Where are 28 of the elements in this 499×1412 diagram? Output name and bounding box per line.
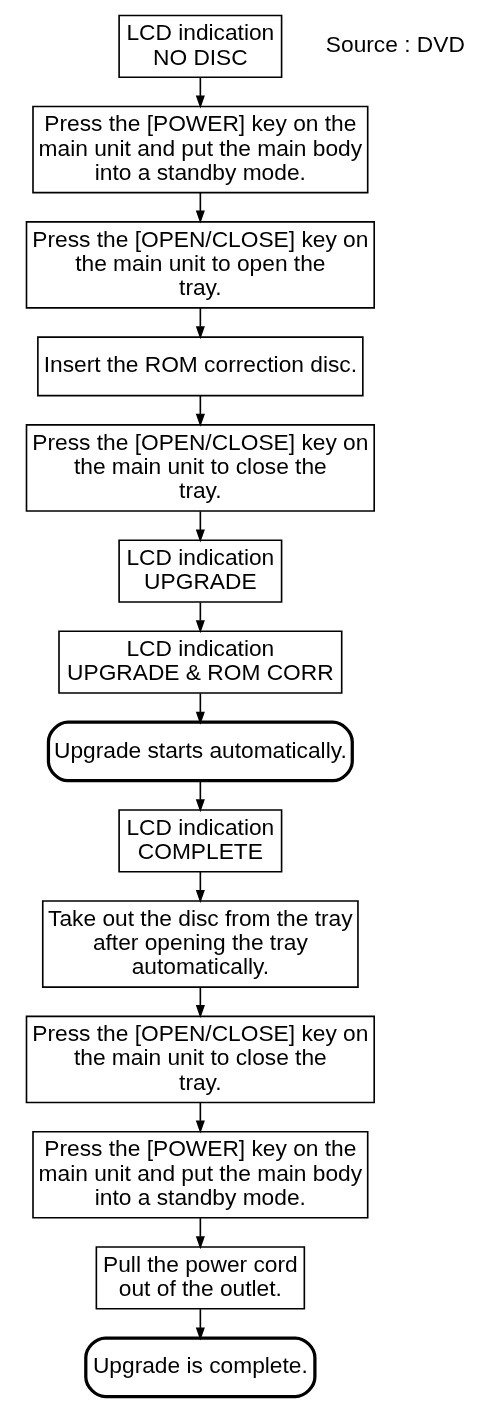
arrow	[195, 395, 205, 427]
node-box: Press the [POWER] key on the main unit and put the main body into a standby mode.	[32, 105, 369, 194]
arrow	[195, 1101, 205, 1134]
arrow	[195, 510, 205, 543]
node-box: Upgrade starts automatically.	[46, 720, 354, 783]
arrow	[195, 192, 205, 224]
node-box: Press the [OPEN/CLOSE] key on the main unit to open the tray.	[25, 221, 375, 309]
arrow	[195, 780, 205, 813]
arrow	[195, 986, 205, 1019]
node-box: Upgrade is complete.	[84, 1336, 317, 1399]
arrow	[195, 1217, 205, 1250]
node-label: Source : DVD	[325, 31, 465, 58]
node-box: LCD indication NO DISC	[118, 14, 283, 78]
node-box: LCD indication COMPLETE	[118, 809, 283, 873]
node-box: Pull the power cord out of the outlet.	[95, 1246, 306, 1310]
arrow	[195, 871, 205, 904]
node-box: Press the [OPEN/CLOSE] key on the main unit to close the tray.	[25, 424, 375, 512]
arrow	[195, 692, 205, 725]
arrow	[195, 601, 205, 634]
node-box: Insert the ROM correction disc.	[37, 336, 364, 397]
node-box: Press the [OPEN/CLOSE] key on the main unit to close the tray.	[25, 1015, 375, 1104]
arrow	[195, 1308, 205, 1341]
node-box: LCD indication UPGRADE	[118, 539, 283, 603]
node-box: Press the [POWER] key on the main unit and put the main body into a standby mode.	[32, 1130, 369, 1219]
arrow	[195, 76, 205, 109]
arrow	[195, 307, 205, 340]
node-box: LCD indication UPGRADE & ROM CORR	[58, 630, 343, 694]
node-box: Take out the disc from the tray after opening the tray automatically.	[41, 900, 359, 988]
